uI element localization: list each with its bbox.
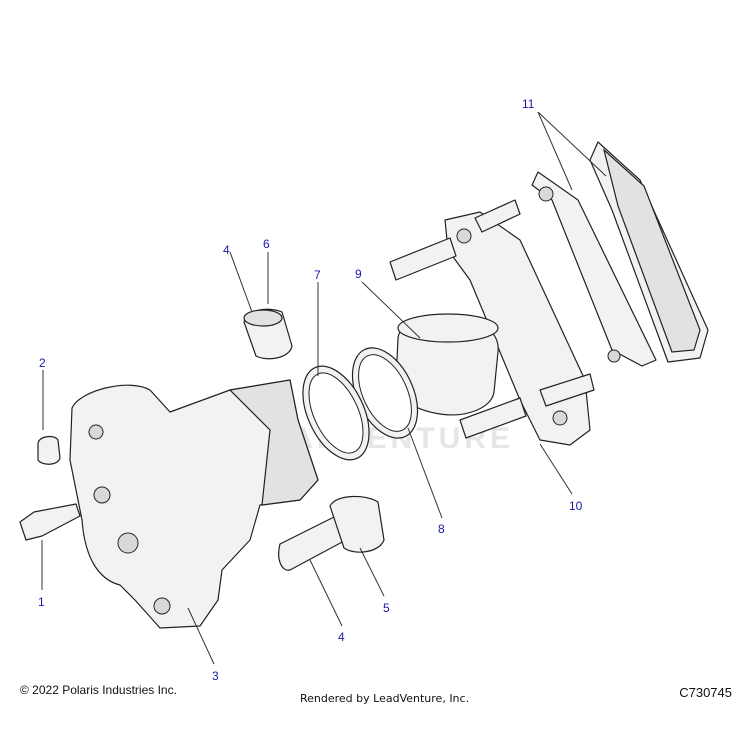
caliper-housing [69, 379, 319, 629]
guide-pin-bottom [278, 495, 385, 571]
bleeder-screw [19, 503, 81, 541]
callout-11: 11 [522, 97, 535, 111]
caliper-bracket [389, 199, 595, 446]
callout-4-top: 4 [223, 243, 230, 257]
dust-seal [302, 365, 370, 461]
bleeder-cap [37, 435, 61, 465]
pin-boot-top [243, 308, 293, 360]
callout-8: 8 [438, 522, 445, 536]
callout-1: 1 [38, 595, 45, 609]
rendered-by-notice: Rendered by LeadVenture, Inc. [300, 692, 470, 705]
figure-code: C730745 [679, 685, 732, 700]
brake-pads [531, 141, 709, 367]
callout-10: 10 [569, 499, 583, 513]
callout-4-bottom: 4 [338, 630, 345, 644]
callout-9: 9 [355, 267, 362, 281]
callout-6: 6 [263, 237, 270, 251]
leader-lines [41, 111, 607, 665]
callout-2: 2 [39, 356, 46, 370]
copyright-notice: © 2022 Polaris Industries Inc. [20, 683, 177, 697]
callout-7: 7 [314, 268, 321, 282]
callout-3: 3 [212, 669, 219, 683]
callout-5: 5 [383, 601, 390, 615]
piston-seal [351, 347, 419, 439]
